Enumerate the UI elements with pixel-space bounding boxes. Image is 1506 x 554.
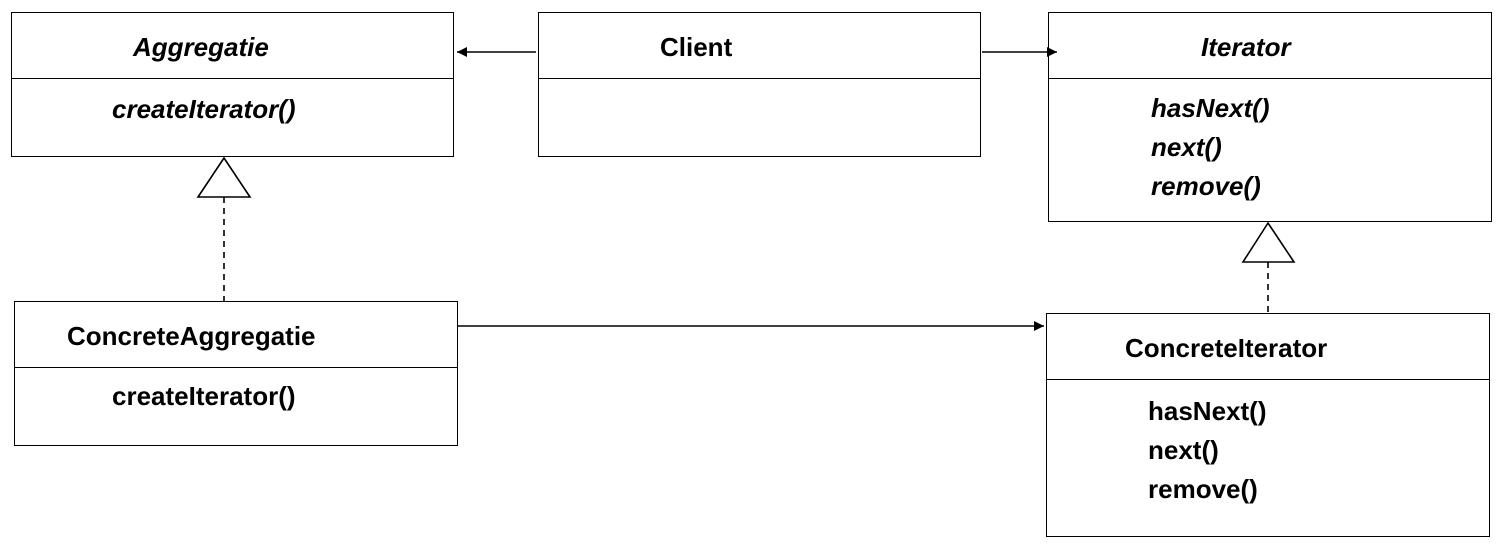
iterator-method: hasNext() — [1151, 93, 1270, 123]
iterator-methods: hasNext() next() remove() — [1151, 89, 1269, 206]
concrete-iterator-class: ConcreteIterator hasNext() next() remove… — [1046, 313, 1490, 537]
realization-triangle-iterator-icon — [1241, 221, 1296, 263]
concrete-aggregatie-class: ConcreteAggregatie createIterator() — [14, 301, 458, 446]
aggregatie-header: Aggregatie — [12, 13, 453, 79]
concrete-aggregatie-header: ConcreteAggregatie — [15, 302, 457, 368]
concrete-iterator-methods: hasNext() next() remove() — [1148, 392, 1266, 509]
aggregatie-class-name: Aggregatie — [133, 32, 269, 62]
iterator-class-name: Iterator — [1201, 32, 1291, 62]
concrete-iterator-method: hasNext() — [1148, 396, 1267, 426]
concrete-aggregatie-methods: createIterator() — [112, 377, 296, 416]
aggregatie-method: createIterator() — [112, 94, 296, 124]
concrete-aggregatie-method: createIterator() — [112, 381, 296, 411]
concrete-iterator-class-name: ConcreteIterator — [1125, 333, 1328, 363]
iterator-method: next() — [1151, 132, 1222, 162]
concrete-iterator-method: next() — [1148, 435, 1219, 465]
concrete-aggregatie-class-name: ConcreteAggregatie — [67, 321, 316, 351]
iterator-class: Iterator hasNext() next() remove() — [1048, 12, 1492, 222]
aggregatie-methods: createIterator() — [112, 90, 296, 129]
client-class-name: Client — [660, 32, 733, 62]
concrete-iterator-header: ConcreteIterator — [1047, 314, 1489, 380]
concrete-iterator-method: remove() — [1148, 474, 1258, 504]
client-header: Client — [539, 13, 980, 79]
iterator-header: Iterator — [1049, 13, 1491, 79]
realization-triangle-aggregatie-icon — [196, 156, 252, 198]
aggregatie-class: Aggregatie createIterator() — [11, 12, 454, 157]
iterator-method: remove() — [1151, 171, 1261, 201]
client-class: Client — [538, 12, 981, 157]
